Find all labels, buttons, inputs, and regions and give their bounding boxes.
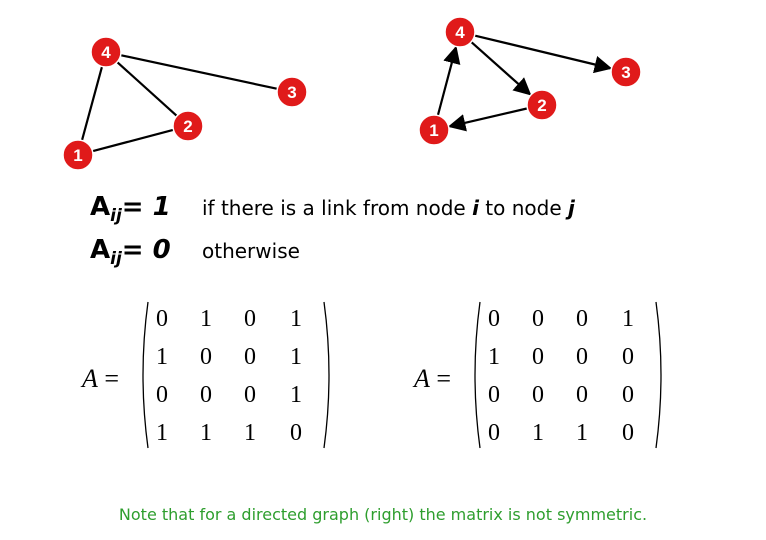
matrix-bracket-left <box>474 301 481 449</box>
node-label-2: 2 <box>183 117 192 136</box>
matrix-cell: 1 <box>532 420 544 446</box>
matrix-bracket-right <box>655 301 662 449</box>
matrix-cell: 0 <box>488 420 500 446</box>
matrix-label: A = <box>82 364 120 393</box>
definition-text: otherwise <box>202 239 300 263</box>
node-1 <box>418 114 450 146</box>
matrix-cell: 0 <box>576 344 588 370</box>
edge-4-2 <box>116 61 178 117</box>
edge-1-4 <box>436 45 461 116</box>
node-2 <box>172 110 204 142</box>
edge-4-2 <box>470 41 532 96</box>
matrix-cell: 0 <box>290 420 302 446</box>
matrix-cell: 1 <box>200 420 212 446</box>
edge-2-1 <box>447 107 528 132</box>
matrix-cell: 0 <box>244 382 256 408</box>
matrix-label: A = <box>414 364 452 393</box>
node-4 <box>444 16 476 48</box>
matrix-bracket-right <box>323 301 330 449</box>
node-1 <box>62 139 94 171</box>
undirected-graph: 1 2 3 4 <box>62 36 308 171</box>
node-3 <box>276 76 308 108</box>
node-label-2: 2 <box>537 96 546 115</box>
matrix-cell: 1 <box>200 306 212 332</box>
node-2 <box>526 89 558 121</box>
matrix-cell: 0 <box>244 306 256 332</box>
matrix-cell: 1 <box>290 382 302 408</box>
node-4 <box>90 36 122 68</box>
node-3 <box>610 56 642 88</box>
matrix-cell: 0 <box>488 306 500 332</box>
matrix-cell: 0 <box>532 344 544 370</box>
directed-graph: 1 2 3 4 <box>418 16 642 146</box>
matrix-cell: 0 <box>200 344 212 370</box>
definition-line-2: Aij= 0 otherwise <box>90 235 300 275</box>
matrix-cell: 0 <box>156 382 168 408</box>
node-label-3: 3 <box>621 63 630 82</box>
graphs-canvas: 1 2 3 4 1 2 3 4 <box>62 16 642 171</box>
matrix-cell: 1 <box>488 344 500 370</box>
node-label-3: 3 <box>287 83 296 102</box>
matrix-cell: 0 <box>532 382 544 408</box>
note-text: Note that for a directed graph (right) t… <box>118 505 648 524</box>
matrix-cell: 1 <box>244 420 256 446</box>
definition-text: if there is a link from node i to node j <box>202 196 575 220</box>
undirected-adjacency-matrix: A = 0 1 0 1 1 0 0 1 0 0 0 1 1 1 1 0 <box>82 300 342 458</box>
matrix-cell: 1 <box>156 420 168 446</box>
matrix-cell: 0 <box>488 382 500 408</box>
node-label-4: 4 <box>101 43 111 62</box>
matrix-cell: 1 <box>156 344 168 370</box>
matrix-bracket-left <box>142 301 149 449</box>
matrix-cell: 0 <box>532 306 544 332</box>
node-label-4: 4 <box>455 23 465 42</box>
definition-symbol: Aij= 0 <box>90 235 171 270</box>
node-label-1: 1 <box>429 121 438 140</box>
edge-4-1 <box>80 66 104 141</box>
edge-4-3 <box>120 54 278 90</box>
edge-4-3 <box>474 34 613 74</box>
definition-line-1: Aij= 1 if there is a link from node i to… <box>90 192 575 232</box>
matrix-cell: 0 <box>200 382 212 408</box>
node-label-1: 1 <box>73 146 82 165</box>
matrix-cell: 1 <box>576 420 588 446</box>
matrix-cell: 0 <box>156 306 168 332</box>
matrix-cell: 0 <box>622 344 634 370</box>
matrix-cell: 1 <box>622 306 634 332</box>
edge-1-2 <box>92 128 174 153</box>
matrix-cell: 1 <box>290 344 302 370</box>
matrix-cell: 1 <box>290 306 302 332</box>
matrix-cell: 0 <box>622 382 634 408</box>
directed-adjacency-matrix: A = 0 0 0 1 1 0 0 0 0 0 0 0 0 1 1 0 <box>414 300 674 458</box>
matrix-cell: 0 <box>622 420 634 446</box>
definition-symbol: Aij= 1 <box>90 192 171 227</box>
matrix-cell: 0 <box>576 382 588 408</box>
matrix-cell: 0 <box>576 306 588 332</box>
matrix-cell: 0 <box>244 344 256 370</box>
